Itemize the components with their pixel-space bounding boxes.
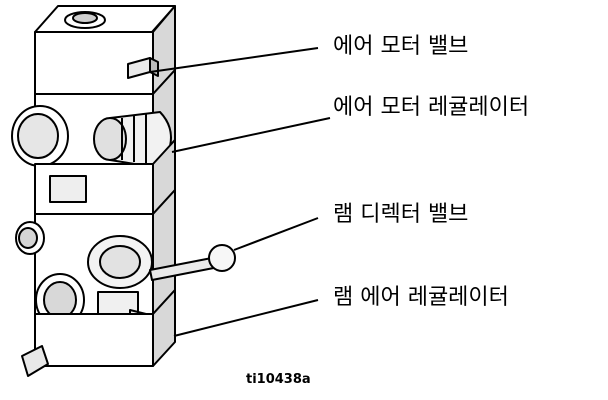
leader-ram-director-valve bbox=[233, 217, 319, 251]
window bbox=[49, 175, 87, 203]
leader-air-motor-valve bbox=[149, 47, 319, 73]
label-ram-director-valve: 램 디렉터 밸브 bbox=[333, 202, 469, 227]
label-ram-air-regulator: 램 에어 레귤레이터 bbox=[333, 285, 509, 310]
handle-ball bbox=[208, 244, 236, 272]
figure-id: ti10438a bbox=[246, 372, 311, 387]
leader-air-motor-regulator bbox=[171, 117, 331, 153]
bottom-block-front bbox=[34, 313, 154, 367]
label-air-motor-valve: 에어 모터 밸브 bbox=[333, 34, 469, 59]
label-air-motor-regulator: 에어 모터 레귤레이터 bbox=[333, 95, 530, 120]
bottom-tab bbox=[21, 345, 49, 377]
leader-ram-air-regulator bbox=[173, 299, 319, 337]
